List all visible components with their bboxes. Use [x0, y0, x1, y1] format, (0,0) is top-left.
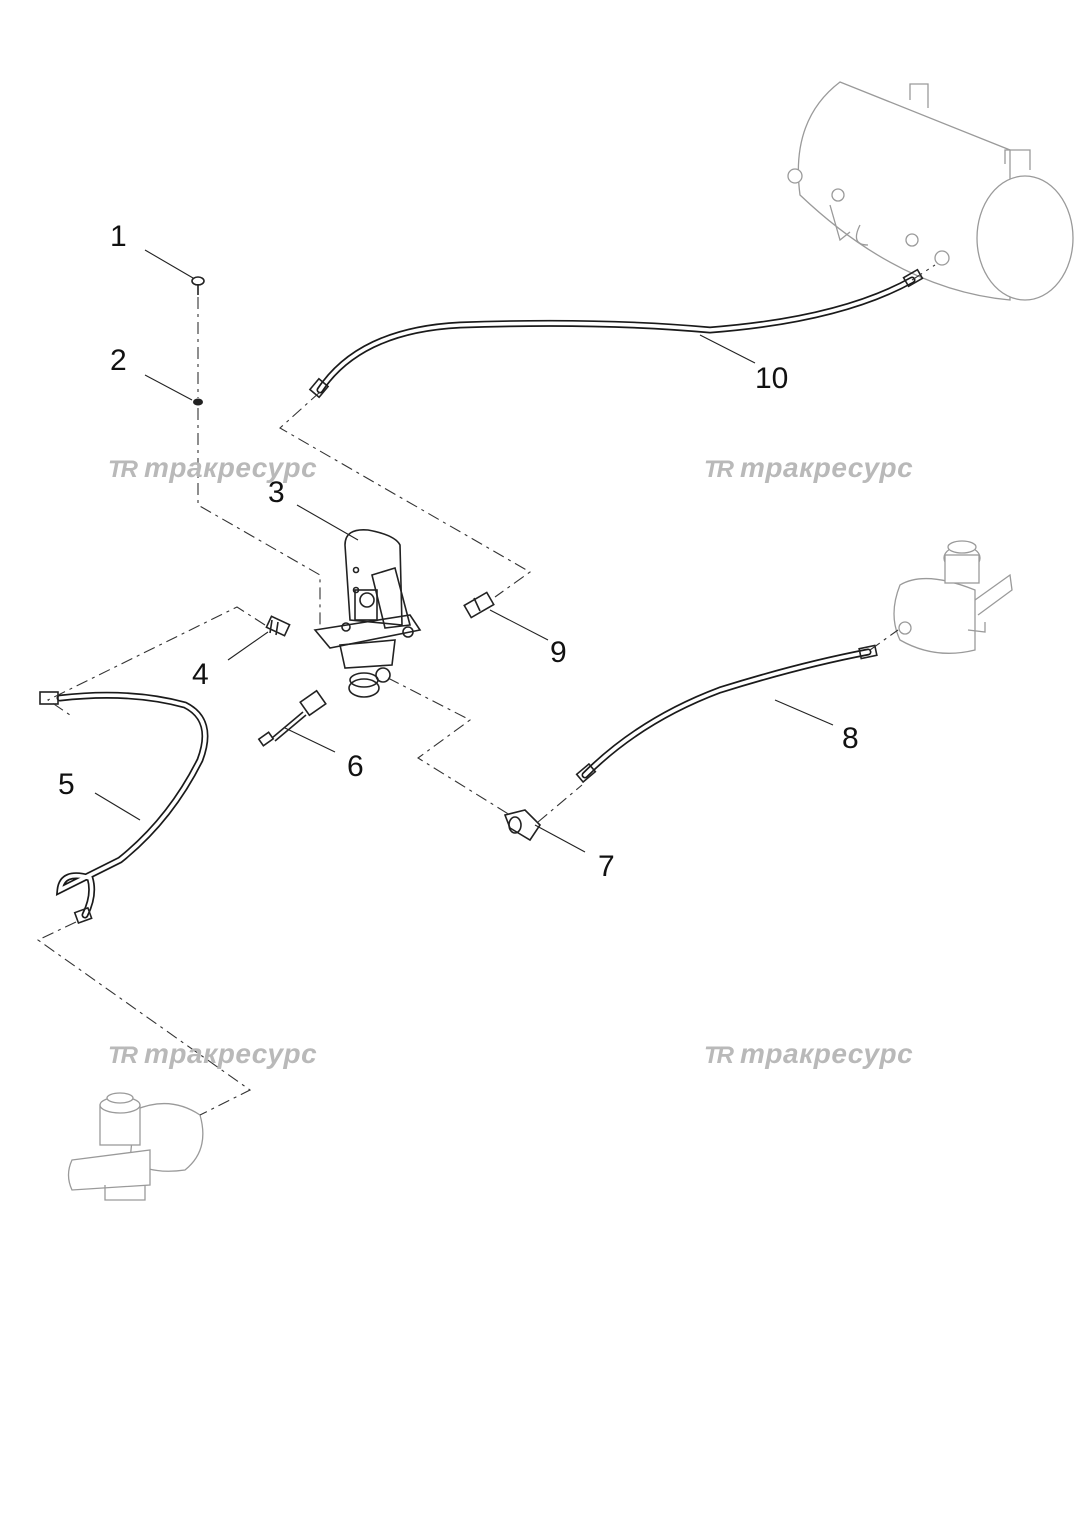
assembly-lines [36, 264, 936, 1116]
watermark-logo: TR [108, 456, 138, 483]
callout-4: 4 [192, 658, 209, 691]
watermark-text: тракресурс [740, 1038, 914, 1069]
leader-lines [94, 249, 834, 853]
watermark-logo: TR [704, 456, 734, 483]
callout-8: 8 [842, 722, 859, 755]
fitting-part-9 [463, 591, 495, 619]
sensor-part-6 [257, 689, 327, 747]
master-cylinder-ghost-right [893, 540, 1013, 654]
master-cylinder-ghost-left [67, 1092, 204, 1201]
callout-10: 10 [755, 362, 789, 395]
callout-2: 2 [110, 344, 127, 377]
callout-3: 3 [268, 476, 285, 509]
brake-valve-part-3 [313, 528, 422, 698]
callout-9: 9 [550, 636, 567, 669]
hose-10 [308, 268, 924, 399]
callout-5: 5 [58, 768, 75, 801]
watermark-logo: TR [108, 1042, 138, 1069]
washer-part-2 [193, 398, 203, 406]
air-tank-ghost [787, 81, 1074, 301]
watermark-text: тракресурс [144, 452, 318, 483]
elbow-fitting-part-7 [503, 809, 542, 842]
callout-1: 1 [110, 220, 127, 253]
hose-5 [39, 691, 209, 925]
callout-6: 6 [347, 750, 364, 783]
watermark-logo: TR [704, 1042, 734, 1069]
hose-8 [575, 644, 878, 784]
watermark-text: тракресурс [144, 1038, 318, 1069]
bolt-part-1 [191, 276, 205, 295]
watermark-text: тракресурс [740, 452, 914, 483]
callout-7: 7 [598, 850, 615, 883]
fitting-part-4 [265, 615, 291, 637]
